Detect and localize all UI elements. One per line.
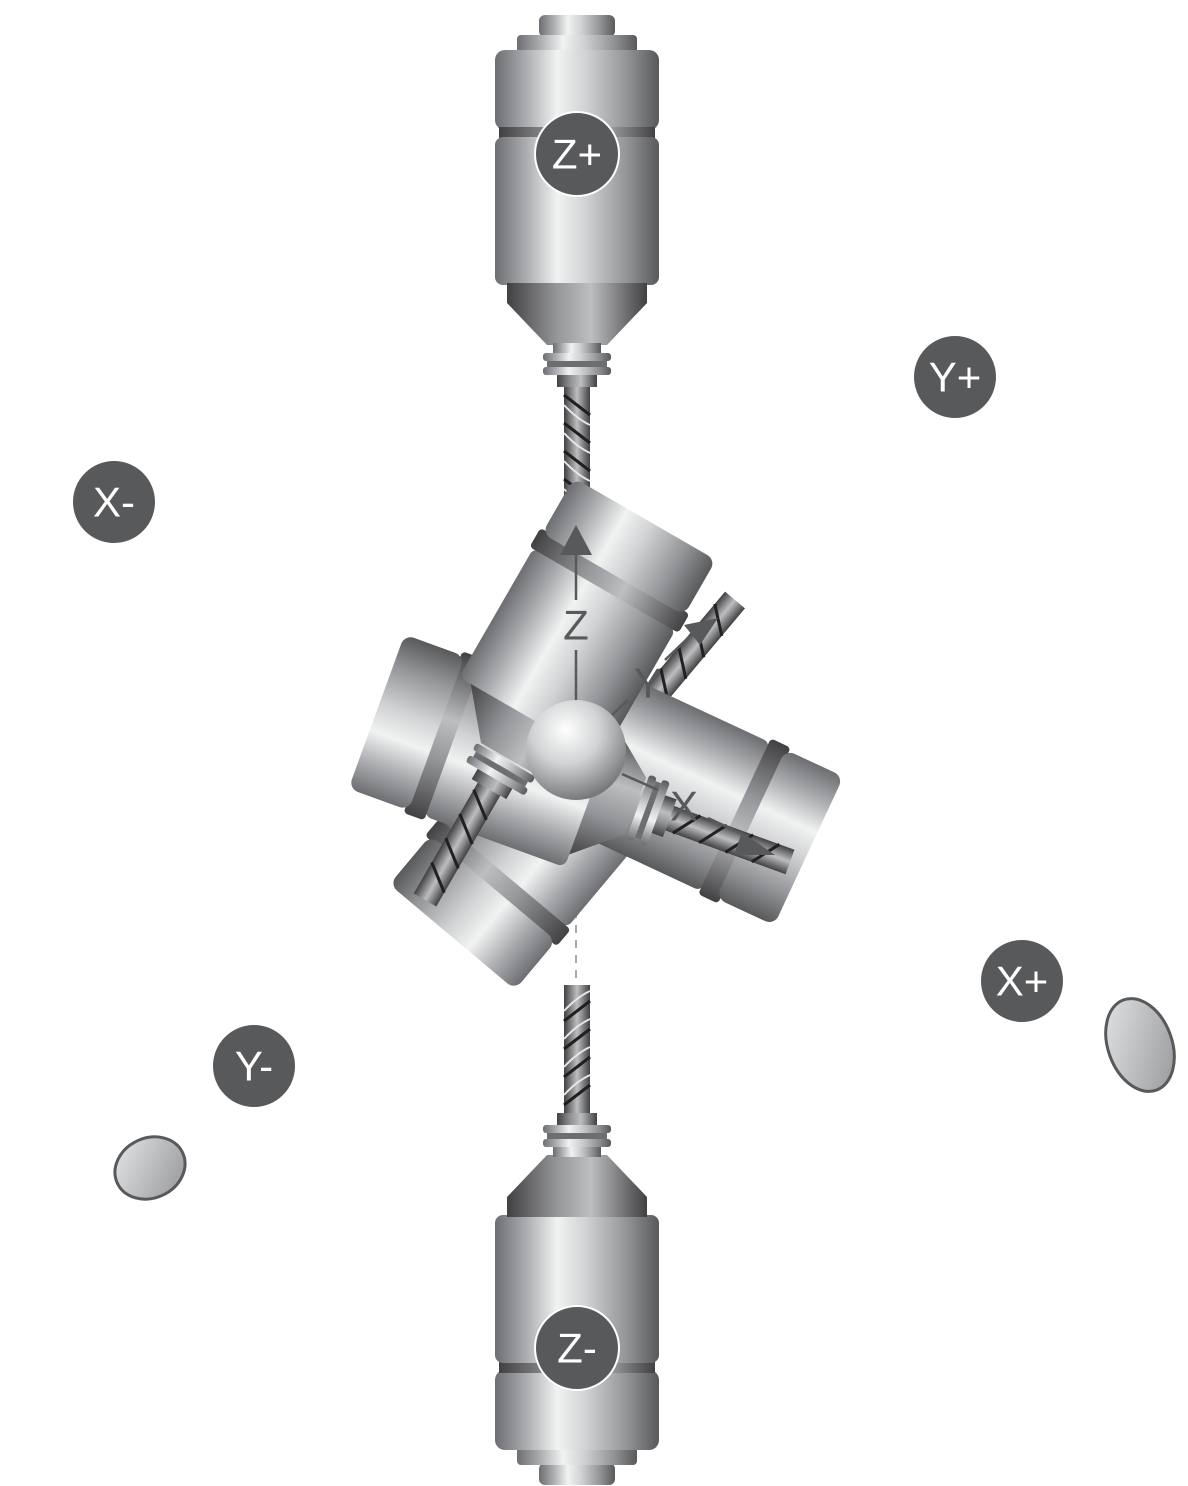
badge-x-plus: X+ (980, 939, 1064, 1023)
spindle-z-plus (495, 15, 659, 515)
badge-z-minus: Z- (535, 1306, 619, 1390)
badge-y-minus: Y- (212, 1024, 296, 1108)
badge-x-minus: X- (72, 460, 156, 544)
axis-label-y: Y (634, 660, 662, 707)
spindle-z-minus (495, 985, 659, 1485)
end-cap-x-plus (1094, 989, 1187, 1101)
axis-label-z: Z (563, 602, 589, 649)
badge-z-plus: Z+ (535, 112, 619, 196)
badge-label-x-plus: X+ (996, 958, 1049, 1005)
badge-label-y-plus: Y+ (929, 354, 982, 401)
badge-label-y-minus: Y- (235, 1043, 273, 1090)
end-cap-y-minus (105, 1126, 196, 1211)
badge-label-z-plus: Z+ (552, 131, 602, 178)
probe-ball (526, 700, 626, 800)
axis-label-x: X (670, 783, 698, 830)
badge-label-x-minus: X- (93, 479, 135, 526)
badge-y-plus: Y+ (913, 335, 997, 419)
badge-label-z-minus: Z- (557, 1325, 597, 1372)
